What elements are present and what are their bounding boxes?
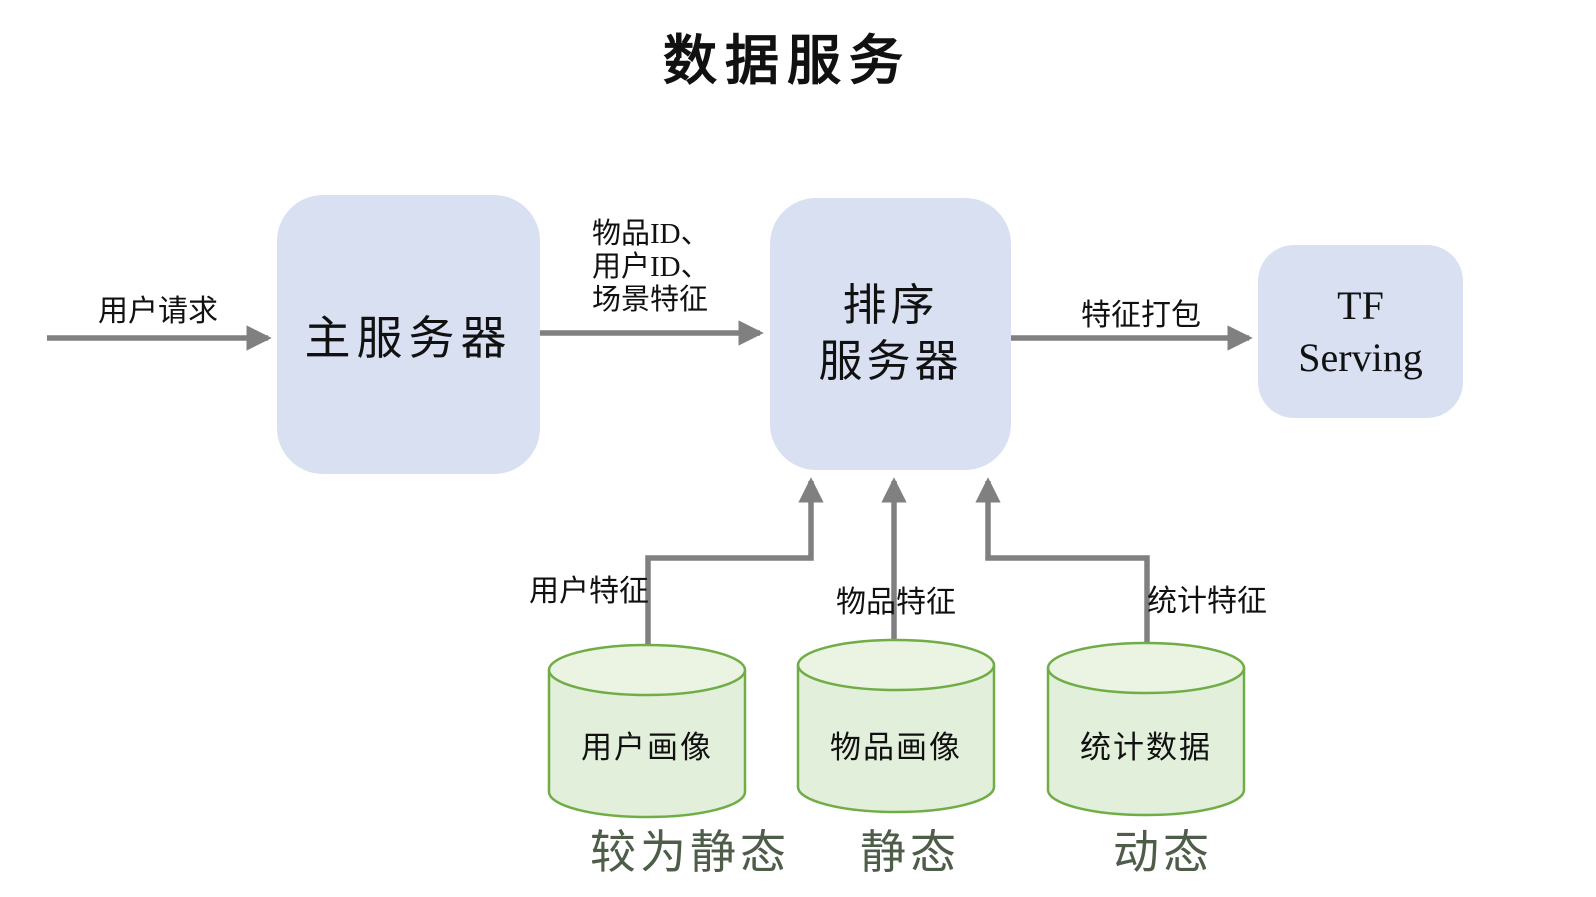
- node-main-server: 主服务器: [277, 195, 540, 474]
- node-tf-serving-label-line1: TF: [1337, 282, 1384, 328]
- node-tf-serving-label-line2: Serving: [1298, 334, 1423, 380]
- node-ranking-server-label-line2: 服务器: [818, 337, 963, 386]
- node-ranking-server: 排序 服务器: [770, 198, 1011, 470]
- edge-label-user-request: 用户请求: [98, 295, 218, 328]
- edge-label-request-payload-line2: 用户ID、: [592, 251, 710, 284]
- node-ranking-server-label-line1: 排序: [842, 280, 939, 330]
- edge-label-user-features: 用户特征: [529, 575, 649, 608]
- edge-label-request-payload: 物品ID、 用户ID、 场景特征: [592, 218, 710, 317]
- database-caption-statistics: 动态: [1113, 827, 1213, 878]
- database-cylinder-item-profile: [796, 638, 996, 814]
- diagram-title: 数据服务: [663, 31, 911, 91]
- database-cylinder-statistics: [1046, 641, 1246, 817]
- node-main-server-label: 主服务器: [304, 312, 513, 364]
- database-cylinder-user-profile: [547, 643, 747, 819]
- edge-label-stat-features: 统计特征: [1147, 585, 1267, 618]
- arrow-userprofile-to-ranking: [645, 477, 824, 645]
- edge-label-feature-packing: 特征打包: [1081, 299, 1201, 332]
- node-tf-serving: TF Serving: [1258, 245, 1463, 418]
- database-label-statistics: 统计数据: [1080, 730, 1212, 765]
- database-caption-item-profile: 静态: [860, 827, 960, 878]
- database-label-item-profile: 物品画像: [830, 730, 962, 765]
- edge-label-request-payload-line3: 场景特征: [592, 284, 709, 317]
- arrow-statistics-to-ranking: [975, 477, 1150, 643]
- edge-label-item-features: 物品特征: [836, 586, 956, 619]
- database-label-user-profile: 用户画像: [581, 730, 713, 765]
- database-caption-user-profile: 较为静态: [590, 827, 790, 878]
- edge-label-request-payload-line1: 物品ID、: [592, 218, 710, 250]
